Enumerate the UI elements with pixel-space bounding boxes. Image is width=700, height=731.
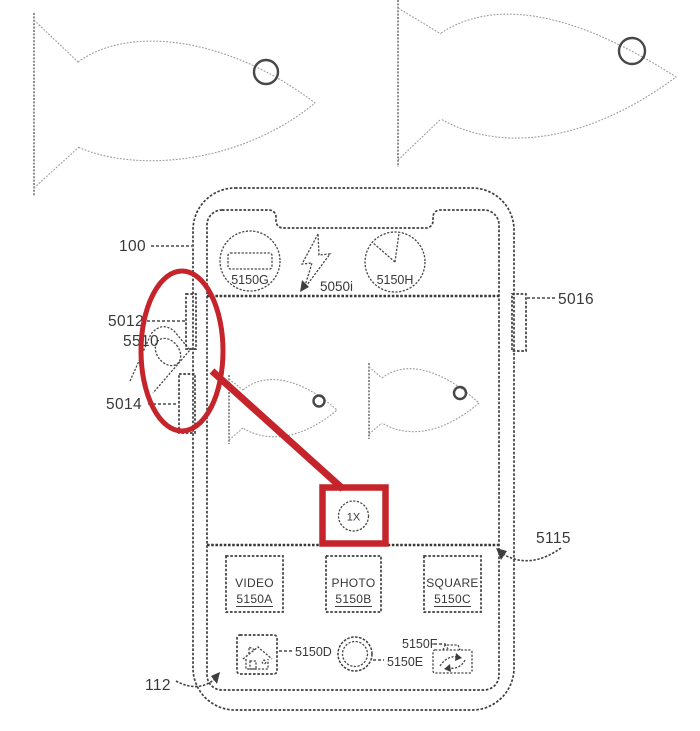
device-body bbox=[192, 187, 515, 711]
bottom-bar: 5150D 5150E 5150F bbox=[236, 634, 473, 675]
zoom-control[interactable]: 1X bbox=[337, 500, 370, 532]
home-button[interactable] bbox=[236, 634, 278, 675]
side-button-power[interactable] bbox=[511, 293, 527, 352]
mode-photo-ref: 5150B bbox=[335, 592, 371, 606]
background-fish-right bbox=[397, 0, 677, 167]
ref-controls-region: 5115 bbox=[536, 530, 571, 547]
fish-eye bbox=[252, 58, 280, 86]
mode-button-video[interactable] bbox=[225, 555, 284, 613]
ref-side-button-right: 5016 bbox=[558, 291, 594, 308]
mode-photo-label: PHOTO bbox=[332, 576, 376, 590]
mode-button-photo[interactable] bbox=[325, 555, 382, 613]
highlight-ellipse bbox=[138, 268, 226, 434]
status-left-ref: 5150G bbox=[231, 273, 269, 287]
mode-video-ref: 5150A bbox=[236, 592, 272, 606]
highlight-connector-line bbox=[209, 368, 346, 492]
reference-annotations: 100 5012 5510 5014 5016 5115 112 bbox=[106, 238, 594, 694]
mode-selector: VIDEO 5150A PHOTO 5150B SQUARE 5150C bbox=[225, 555, 482, 613]
fish-eye bbox=[617, 36, 647, 66]
ref-device: 100 bbox=[119, 238, 146, 255]
ref-display: 112 bbox=[145, 677, 171, 694]
hdr-setting-icon[interactable] bbox=[219, 230, 281, 292]
hdr-setting-glyph bbox=[227, 252, 273, 270]
flip-camera-icon[interactable] bbox=[432, 644, 473, 674]
highlight-box-zoom bbox=[319, 484, 389, 547]
fingernail bbox=[154, 337, 182, 367]
mode-square-ref: 5150C bbox=[434, 592, 471, 606]
red-annotations bbox=[138, 268, 389, 547]
flip-leader bbox=[434, 643, 449, 650]
viewfinder-fish-right bbox=[368, 363, 480, 439]
shutter-ref: 5150E bbox=[387, 655, 423, 669]
side-button-volume-up[interactable] bbox=[185, 293, 197, 350]
timer-hands bbox=[371, 232, 400, 263]
mode-button-square[interactable] bbox=[423, 555, 482, 613]
display-arrow bbox=[175, 678, 216, 688]
controls-region-arrow bbox=[502, 547, 562, 562]
zoom-button-label: 1X bbox=[347, 512, 361, 524]
background-fish-left bbox=[33, 13, 316, 196]
mode-video-label: VIDEO bbox=[235, 576, 274, 590]
shutter-button[interactable] bbox=[337, 636, 373, 672]
flash-ref: 5050i bbox=[320, 279, 353, 294]
zoom-button-circle[interactable] bbox=[337, 500, 370, 532]
flip-ref: 5150F bbox=[402, 637, 438, 651]
fish-eye bbox=[452, 385, 468, 401]
home-ref: 5150D bbox=[295, 645, 332, 659]
shutter-button-inner bbox=[341, 640, 369, 668]
display-screen bbox=[206, 209, 500, 691]
finger-pointer bbox=[129, 326, 191, 394]
flash-arrowhead bbox=[300, 280, 309, 292]
ref-side-button-upper: 5012 bbox=[108, 313, 144, 330]
timer-icon[interactable] bbox=[364, 231, 426, 293]
mode-square-label: SQUARE bbox=[426, 576, 478, 590]
ref-side-button-lower: 5014 bbox=[106, 396, 142, 413]
fish-eye bbox=[312, 394, 326, 408]
status-right-ref: 5150H bbox=[377, 273, 414, 287]
status-bar: 5150G 5050i 5150H bbox=[207, 230, 499, 298]
home-icon bbox=[242, 645, 273, 670]
